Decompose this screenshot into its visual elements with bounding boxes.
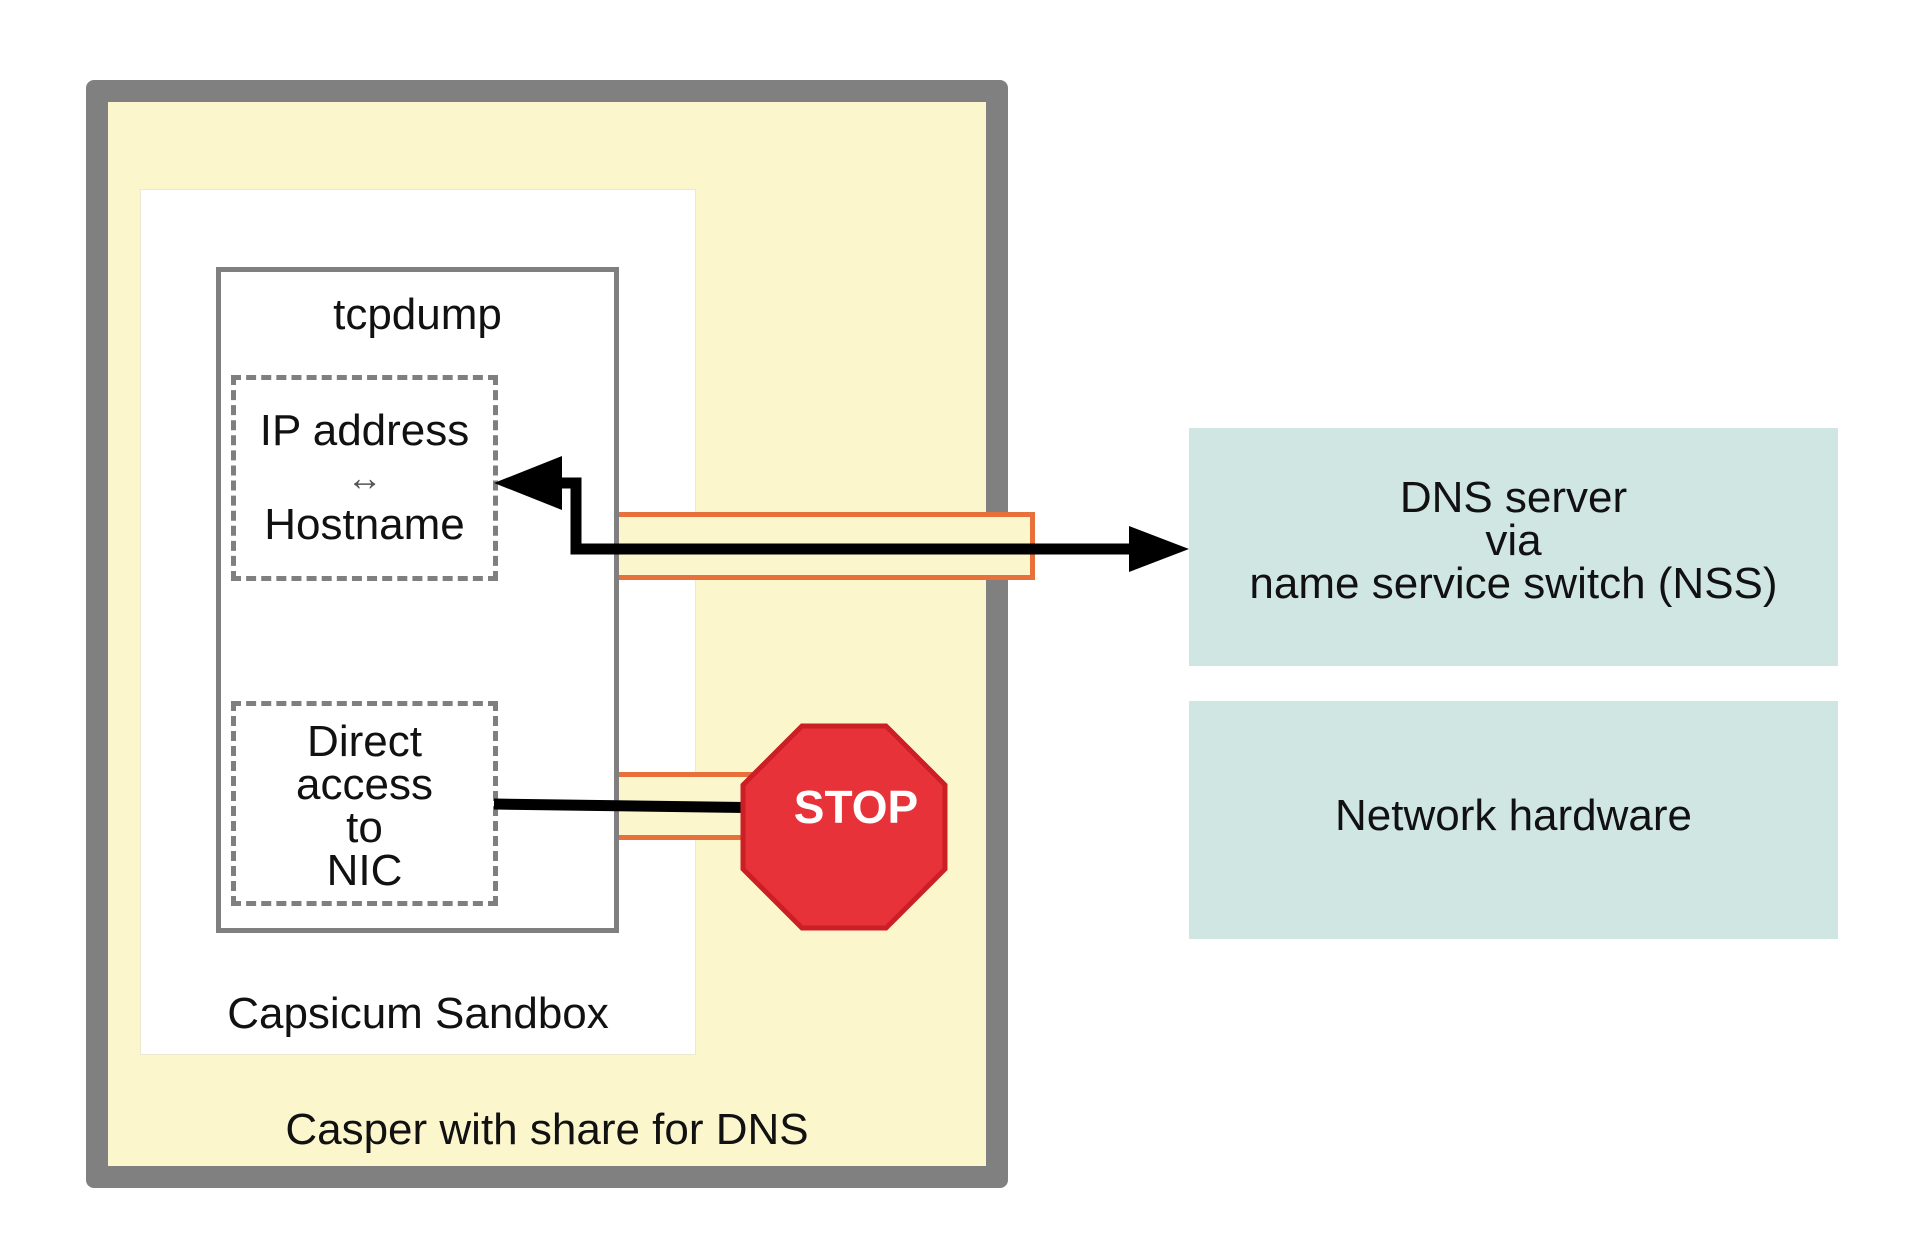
ip-hostname-box (231, 375, 498, 581)
arrowhead-to-dns-icon (1129, 526, 1189, 572)
ip-hostname-label: IP address ↔ Hostname (231, 406, 498, 550)
direct-nic-box (231, 701, 498, 906)
casper-label: Casper with share for DNS (285, 1105, 809, 1154)
nic-line-3: to (346, 803, 383, 852)
ip-address-text: IP address (259, 406, 470, 455)
sandbox-label: Capsicum Sandbox (227, 989, 609, 1038)
network-hardware-box (1189, 701, 1838, 939)
nic-line-4: NIC (326, 846, 403, 895)
dns-connector-line (540, 477, 1140, 555)
nic-connector-line (493, 798, 781, 814)
arrowhead-to-ip-icon (494, 456, 562, 510)
dns-server-label: DNS server via name service switch (NSS) (1189, 473, 1838, 608)
bidirectional-arrow-icon: ↔ (346, 457, 383, 498)
nic-line-1: Direct (307, 717, 422, 766)
direct-nic-label: Direct access to NIC (231, 717, 498, 895)
nic-line-2: access (296, 760, 433, 809)
tcpdump-title: tcpdump (333, 290, 502, 339)
dns-line-2: via (1485, 516, 1542, 565)
dns-server-box (1189, 428, 1838, 666)
network-hardware-label: Network hardware (1334, 791, 1693, 840)
dns-line-1: DNS server (1399, 473, 1628, 522)
stop-label: STOP (794, 781, 918, 833)
dns-line-3: name service switch (NSS) (1249, 559, 1778, 608)
hostname-text: Hostname (264, 500, 465, 549)
stop-sign-icon: STOP (740, 723, 948, 931)
